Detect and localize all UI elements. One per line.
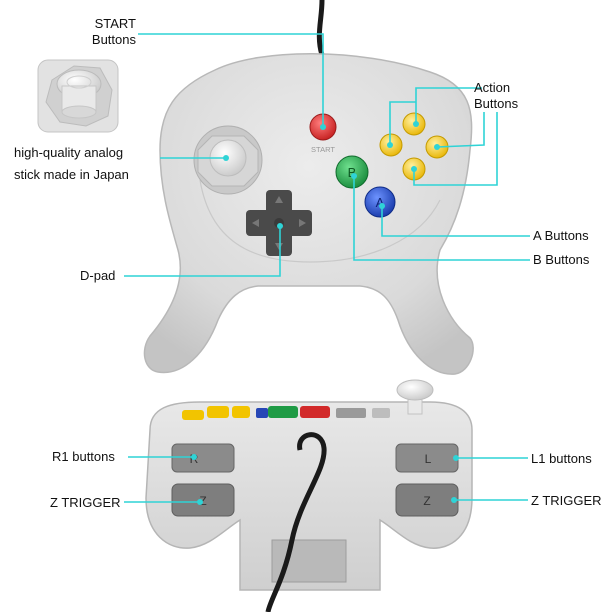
label-analog-line1: high-quality analog xyxy=(14,145,124,160)
label-start-line2: Buttons xyxy=(91,32,136,47)
cable-back xyxy=(265,432,327,612)
label-action-line2: Buttons xyxy=(474,96,519,111)
start-button-text: START xyxy=(311,145,335,154)
z-right-text: Z xyxy=(423,494,430,508)
r-button-shape xyxy=(171,443,235,473)
callout-lines xyxy=(124,33,530,505)
dpad-shape xyxy=(246,190,312,256)
a-button-text: A xyxy=(376,195,385,210)
a-button-shape xyxy=(364,186,396,218)
label-r1: R1 buttons xyxy=(52,449,115,464)
label-action: Action Buttons xyxy=(474,80,518,112)
z-left-shape xyxy=(171,483,235,517)
label-start: START Buttons xyxy=(88,16,136,48)
b-button-text: B xyxy=(348,165,357,180)
cable-top xyxy=(316,0,325,56)
label-analog: high-quality analog stick made in Japan xyxy=(14,142,129,186)
z-left-text: Z xyxy=(199,494,206,508)
b-button-shape xyxy=(335,155,369,189)
label-z-right: Z TRIGGER xyxy=(531,493,602,508)
label-l1: L1 buttons xyxy=(531,451,592,466)
label-z-left: Z TRIGGER xyxy=(50,495,121,510)
l-button-text: L xyxy=(425,452,432,466)
label-start-line1: START xyxy=(94,16,136,31)
label-analog-line2: stick made in Japan xyxy=(14,167,129,182)
label-action-line1: Action xyxy=(474,80,511,95)
label-b-buttons: B Buttons xyxy=(533,252,590,267)
label-a-buttons: A Buttons xyxy=(533,228,589,243)
label-dpad: D-pad xyxy=(80,268,116,283)
